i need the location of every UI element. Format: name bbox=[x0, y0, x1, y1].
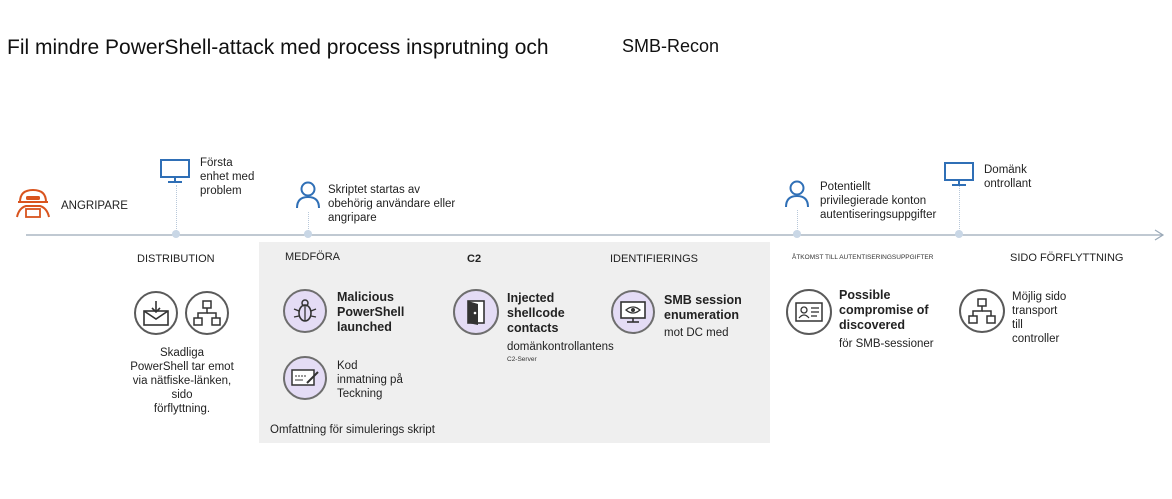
code-injection-label: Kod inmatning på Teckning bbox=[337, 360, 403, 400]
page-subtitle: SMB-Recon bbox=[622, 36, 720, 56]
connector-privileged bbox=[797, 210, 798, 233]
credential-compromise-label: Possible compromise of discovered bbox=[839, 288, 929, 332]
distribution-description: Skadliga PowerShell tar emot via nätfisk… bbox=[130, 347, 234, 415]
simulation-scope-label: Omfattning för simulerings skript bbox=[270, 424, 435, 436]
network-icon bbox=[185, 291, 229, 335]
connector-domain-controller bbox=[959, 185, 960, 233]
user-icon bbox=[296, 181, 320, 209]
malicious-powershell-label: Malicious PowerShell launched bbox=[337, 290, 405, 334]
page-title: Fil mindre PowerShell-attack med process… bbox=[7, 36, 549, 59]
timeline-dot-script bbox=[304, 230, 312, 238]
timeline-dot-domain-controller bbox=[955, 230, 963, 238]
simulation-scope-panel bbox=[259, 242, 770, 443]
discovery-target-label: mot DC med bbox=[664, 327, 729, 339]
door-icon bbox=[453, 289, 499, 335]
credential-card-icon bbox=[786, 289, 832, 335]
connector-first-device bbox=[176, 185, 177, 233]
network-icon bbox=[959, 289, 1005, 333]
smb-enumeration-label: SMB session enumeration bbox=[664, 293, 742, 322]
attacker-label: ANGRIPARE bbox=[61, 200, 128, 212]
code-injection-icon bbox=[283, 356, 327, 400]
c2-contact-label: Injected shellcode contacts bbox=[507, 291, 565, 335]
phase-lateral-movement: SIDO FÖRFLYTTNING bbox=[1010, 252, 1124, 264]
monitor-icon bbox=[160, 159, 190, 183]
phase-distribution: DISTRIBUTION bbox=[137, 253, 215, 265]
user-icon bbox=[785, 180, 809, 208]
phase-execution: MEDFÖRA bbox=[285, 251, 340, 263]
first-device-label: Första enhet med problem bbox=[200, 157, 255, 197]
timeline-dot-first-device bbox=[172, 230, 180, 238]
phase-c2: C2 bbox=[467, 253, 482, 265]
privileged-accounts-label: Potentiellt privilegierade konton autent… bbox=[820, 181, 937, 221]
lateral-movement-description: Möjlig sido transport till controller bbox=[1012, 291, 1067, 345]
phase-credential-access: ÅTKOMST TILL AUTENTISERINGSUPPGIFTER bbox=[792, 254, 934, 261]
monitor-icon bbox=[944, 162, 974, 186]
eye-monitor-icon bbox=[611, 290, 655, 334]
c2-domain-controller-label: domänkontrollantens bbox=[507, 341, 614, 353]
c2-server-label: C2-Server bbox=[507, 356, 537, 363]
bug-icon bbox=[283, 289, 327, 333]
connector-script bbox=[308, 212, 309, 233]
email-icon bbox=[134, 291, 178, 335]
domain-controller-label: Domänk ontrollant bbox=[984, 164, 1032, 190]
hacker-icon bbox=[16, 188, 50, 218]
smb-sessions-label: för SMB-sessioner bbox=[839, 338, 934, 350]
script-started-label: Skriptet startas av obehörig användare e… bbox=[328, 184, 456, 224]
timeline-arrow bbox=[26, 229, 1165, 241]
timeline-dot-privileged bbox=[793, 230, 801, 238]
phase-discovery: IDENTIFIERINGS bbox=[610, 253, 699, 265]
